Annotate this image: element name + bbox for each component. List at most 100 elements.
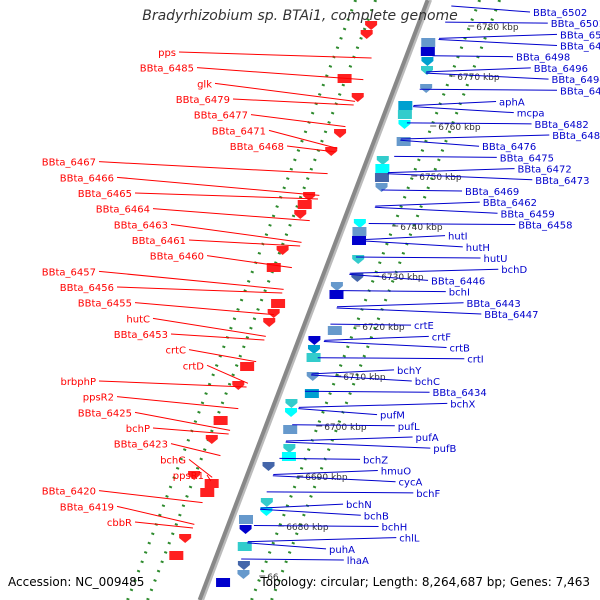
right-gene-label: bchD xyxy=(501,265,527,276)
right-gene-label: chlL xyxy=(399,534,420,545)
left-gene-block xyxy=(200,488,215,497)
left-gene-label: pps xyxy=(158,48,176,59)
left-gene-block xyxy=(169,551,184,560)
right-gene-label: BBta_6458 xyxy=(518,220,572,231)
right-gene-connector xyxy=(432,55,514,58)
left-gene-label: BBta_6463 xyxy=(114,220,168,231)
left-gene-label: BBta_6464 xyxy=(96,205,150,216)
right-gene-connector xyxy=(253,524,379,527)
right-gene-label: aphA xyxy=(499,97,525,108)
right-gene-connector xyxy=(387,173,533,181)
right-gene-label: hutH xyxy=(466,243,490,254)
left-gene-connector xyxy=(134,302,275,316)
right-gene-label: crtI xyxy=(467,355,483,366)
left-gene-connector xyxy=(98,490,203,504)
left-gene-label: cbbR xyxy=(107,518,132,529)
right-gene-label: puhA xyxy=(329,545,355,556)
right-gene-block xyxy=(398,101,413,110)
left-gene-label: crtC xyxy=(165,346,186,357)
left-gene-connector xyxy=(188,458,213,478)
right-gene-connector xyxy=(324,335,429,341)
right-gene-label: crtF xyxy=(432,332,452,343)
left-gene-label: BBta_6466 xyxy=(60,173,114,184)
right-gene-connector xyxy=(241,558,344,561)
right-gene-block xyxy=(304,389,319,398)
topology-text: Topology: circular; Length: 8,264,687 bp… xyxy=(260,575,590,589)
left-gene-label: BBta_6471 xyxy=(212,126,266,137)
left-gene-block xyxy=(213,416,228,425)
dot-line xyxy=(146,0,378,600)
right-gene-connector xyxy=(400,134,550,140)
right-gene-arrow xyxy=(353,219,366,228)
left-gene-label: BBta_6465 xyxy=(78,189,132,200)
right-gene-label: hmuO xyxy=(381,467,411,478)
right-gene-block xyxy=(374,173,389,182)
right-gene-arrow xyxy=(375,183,388,192)
right-gene-label: BBta_6499 xyxy=(560,42,600,53)
right-gene-label: crtB xyxy=(450,344,471,355)
right-gene-connector xyxy=(323,341,447,349)
accession-text: Accession: NC_009485 xyxy=(8,575,145,589)
right-gene-label: bchF xyxy=(416,489,440,500)
right-gene-label: BBta_6459 xyxy=(501,209,555,220)
right-gene-label: bchN xyxy=(346,500,372,511)
right-gene-label: BBta_6469 xyxy=(465,187,519,198)
right-gene-connector xyxy=(311,369,395,375)
gene-features xyxy=(169,21,436,587)
right-gene-connector xyxy=(426,67,531,73)
right-gene-block xyxy=(281,452,296,461)
right-gene-block xyxy=(239,515,253,524)
right-gene-connector xyxy=(400,139,480,147)
left-gene-block xyxy=(240,362,255,371)
right-gene-connector xyxy=(362,240,463,248)
right-gene-connector xyxy=(343,290,446,293)
right-gene-label: BBta_6447 xyxy=(484,310,538,321)
right-gene-block xyxy=(352,227,367,236)
left-gene-label: crtD xyxy=(183,361,205,372)
right-gene-label: BBta_6475 xyxy=(500,153,554,164)
dot-line xyxy=(270,0,502,600)
left-gene-arrow xyxy=(188,471,201,480)
left-gene-connector xyxy=(250,114,346,128)
left-gene-connector xyxy=(206,364,249,384)
kbp-label: 6760 kbp xyxy=(438,123,481,133)
right-gene-connector xyxy=(419,88,558,91)
right-gene-connector xyxy=(273,470,378,476)
right-gene-block xyxy=(327,326,342,335)
right-gene-label: BBta_6434 xyxy=(433,388,487,399)
right-gene-connector xyxy=(439,33,558,39)
left-gene-connector xyxy=(98,270,284,290)
left-gene-labels: ppsBBta_6485glkBBta_6479BBta_6477BBta_64… xyxy=(42,48,372,529)
left-gene-connector xyxy=(188,349,257,363)
left-gene-arrow xyxy=(232,381,245,390)
left-gene-connector xyxy=(178,51,372,59)
left-gene-connector xyxy=(134,521,194,529)
left-gene-connector xyxy=(170,443,221,457)
left-gene-label: BBta_6420 xyxy=(42,487,96,498)
dot-line xyxy=(126,0,358,600)
right-gene-label: pufL xyxy=(398,422,420,433)
left-gene-connector xyxy=(206,255,292,269)
right-gene-label: BBta_6500 xyxy=(560,30,600,41)
backbone-line xyxy=(197,0,430,600)
right-gene-connector xyxy=(317,357,465,360)
left-gene-arrow xyxy=(276,246,289,255)
left-gene-label: BBta_6419 xyxy=(60,502,114,513)
right-gene-label: BBta_6492 xyxy=(560,86,600,97)
kbp-label: 6770 kbp xyxy=(457,73,500,83)
right-gene-arrow xyxy=(376,156,389,165)
right-gene-connector xyxy=(388,168,515,174)
right-gene-label: BBta_6496 xyxy=(534,64,588,75)
right-gene-arrow xyxy=(237,570,250,579)
right-gene-label: mcpa xyxy=(517,109,545,120)
right-gene-labels: BBta_6502BBta_6501BBta_6500BBta_6499BBta… xyxy=(241,5,600,567)
right-gene-block xyxy=(396,137,411,146)
left-gene-label: BBta_6461 xyxy=(132,236,186,247)
right-gene-connector xyxy=(304,390,430,393)
right-gene-connector xyxy=(247,537,397,543)
right-gene-label: BBta_6446 xyxy=(431,276,485,287)
left-gene-connector xyxy=(170,333,265,341)
right-gene-connector xyxy=(413,100,497,106)
left-gene-label: glk xyxy=(197,79,212,90)
